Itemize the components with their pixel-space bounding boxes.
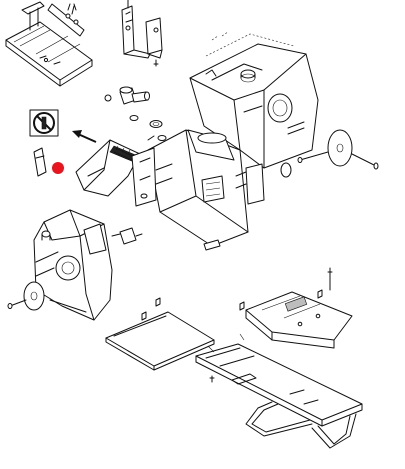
shield-plate [131, 147, 157, 207]
axle-pin-left [7, 299, 27, 309]
red-marker [52, 162, 64, 174]
cover-panel [75, 139, 141, 197]
bolt-set [129, 115, 167, 141]
removal-arrow-icon [72, 130, 97, 143]
screw-set [141, 239, 333, 383]
pipe-fitting [104, 86, 150, 105]
axle-pin-right [297, 151, 379, 170]
connector-block [111, 227, 143, 245]
tank-cap-lower [41, 230, 51, 241]
frame-base [195, 333, 363, 427]
upper-bracket-assembly [5, 1, 93, 87]
wheel-disc-right [280, 129, 353, 178]
wheel-disc-left [23, 281, 45, 311]
lower-tank [33, 209, 113, 321]
tool-icon [33, 147, 47, 177]
mounting-plate [245, 291, 353, 349]
tank-cap [205, 69, 256, 83]
tray-plate [105, 311, 215, 371]
side-bracket [145, 17, 163, 67]
center-housing [147, 129, 265, 247]
no-tool-prohibition-icon [29, 109, 59, 137]
vertical-bracket [121, 0, 151, 59]
handle-frame [245, 401, 357, 449]
